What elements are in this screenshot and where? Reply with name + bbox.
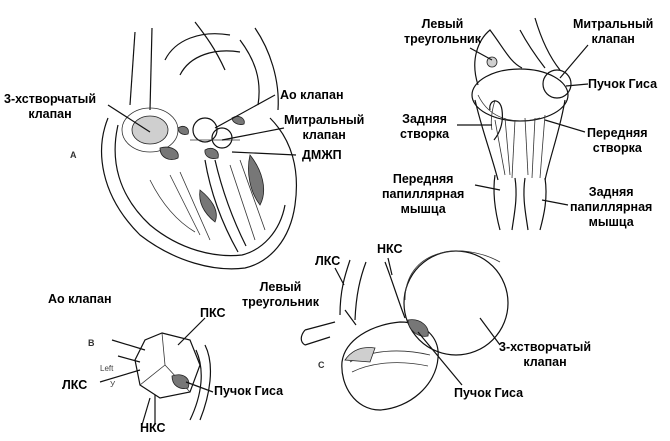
trigone-leader: [469, 47, 493, 61]
label-pks-b: ПКС: [200, 306, 226, 320]
label-tricuspid-c: 3-хстворчатый клапан: [499, 340, 591, 369]
label-lks-b: ЛКС: [62, 378, 88, 392]
label-left-trigone-c: Левый треугольник: [242, 280, 319, 309]
label-anterior-papillary: Передняя папиллярная мышца: [382, 172, 465, 216]
post-papillary-leader: [541, 199, 569, 206]
lks-b-leader: [99, 369, 141, 383]
label-tricuspid-a: 3-хстворчатый клапан: [4, 92, 96, 121]
label-his-bundle-c: Пучок Гиса: [454, 386, 524, 400]
label-aortic-valve-b: Ао клапан: [48, 292, 112, 306]
label-posterior-leaflet: Задняя створка: [400, 112, 450, 141]
ant-papillary-leader: [474, 184, 501, 191]
mitral-top-leader: [559, 44, 589, 79]
trigone-c-leader: [344, 309, 357, 326]
label-lks-c: ЛКС: [315, 254, 341, 268]
anterior-leaflet-leader: [544, 119, 586, 133]
tricuspid-leader: [107, 104, 151, 133]
mitral-leader: [221, 127, 285, 141]
dmzhp-leader: [231, 151, 297, 156]
label-his-bundle-top: Пучок Гиса: [588, 77, 658, 91]
mitral-apparatus-drawing: [471, 17, 572, 231]
pks-b-leader: [177, 317, 206, 346]
label-his-bundle-b: Пучок Гиса: [214, 384, 284, 398]
label-nks-c: НКС: [377, 242, 403, 256]
aortic-leader: [214, 94, 276, 129]
label-aortic-valve-a: Ао клапан: [280, 88, 344, 102]
label-dmzhp: ДМЖП: [302, 148, 342, 162]
heart-section-drawing: [101, 21, 298, 270]
his-top-leader: [565, 83, 589, 87]
label-u-small: У: [110, 380, 116, 389]
label-mitral-valve-a: Митральный клапан: [284, 113, 365, 142]
panel-letter-a: A: [70, 150, 77, 160]
his-b-leader: [185, 381, 214, 393]
panel-letter-c: C: [318, 360, 325, 370]
lks-c-leader: [334, 267, 345, 286]
panel-letter-b: B: [88, 338, 95, 348]
label-posterior-papillary: Задняя папиллярная мышца: [570, 185, 653, 229]
label-nks-b: НКС: [140, 421, 166, 435]
label-left-trigone-top: Левый треугольник: [404, 17, 481, 46]
nks-c-leader: [387, 257, 393, 276]
tricuspid-c-leader: [479, 317, 501, 346]
valve-ring-drawing: [300, 250, 509, 411]
label-anterior-leaflet: Передняя створка: [587, 126, 648, 155]
aortic-root-drawing: [111, 332, 211, 426]
label-mitral-valve-top: Митральный клапан: [573, 17, 654, 46]
label-left-small: Left: [100, 364, 114, 373]
his-c-leader: [417, 331, 463, 386]
